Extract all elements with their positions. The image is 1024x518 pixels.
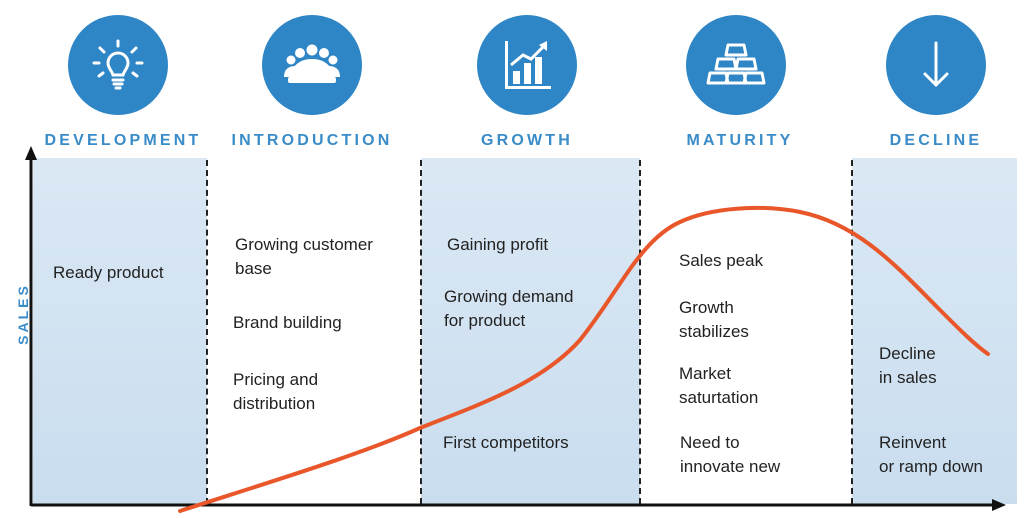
note-growth-1: Growing demand for product bbox=[444, 287, 574, 330]
divider-development-introduction bbox=[206, 160, 208, 504]
gold-bars-icon bbox=[686, 15, 786, 115]
sales-curve bbox=[178, 205, 990, 513]
note-introduction-1: Brand building bbox=[233, 313, 342, 332]
group-meeting-icon bbox=[262, 15, 362, 115]
divider-growth-maturity bbox=[639, 160, 641, 504]
arrow-down-icon bbox=[886, 15, 986, 115]
divider-introduction-growth bbox=[420, 160, 422, 504]
stage-label-development: DEVELOPMENT bbox=[44, 132, 202, 149]
y-axis-arrow bbox=[25, 146, 37, 160]
y-axis-label: SALES bbox=[14, 283, 31, 345]
stage-label-maturity: MATURITY bbox=[686, 132, 794, 149]
development-shade bbox=[33, 158, 207, 504]
lightbulb-icon bbox=[68, 15, 168, 115]
note-growth-2: First competitors bbox=[443, 433, 569, 452]
growth-shade bbox=[421, 158, 640, 504]
divider-maturity-decline bbox=[851, 160, 853, 504]
note-introduction-0: Growing customer base bbox=[235, 235, 373, 278]
note-development-0: Ready product bbox=[53, 263, 164, 282]
note-growth-0: Gaining profit bbox=[447, 235, 549, 254]
x-axis-arrow bbox=[992, 499, 1006, 511]
decline-shade bbox=[852, 158, 1017, 504]
note-maturity-2: Market saturtation bbox=[679, 364, 759, 407]
note-introduction-2: Pricing and distribution bbox=[233, 370, 319, 413]
note-maturity-3: Need to innovate new bbox=[680, 433, 781, 476]
bar-chart-growth-icon bbox=[477, 15, 577, 115]
stage-label-decline: DECLINE bbox=[889, 132, 983, 149]
note-maturity-1: Growth stabilizes bbox=[679, 298, 749, 341]
note-maturity-0: Sales peak bbox=[679, 251, 764, 270]
stage-label-introduction: INTRODUCTION bbox=[231, 132, 393, 149]
note-decline-1: Reinvent or ramp down bbox=[879, 433, 983, 476]
note-decline-0: Decline in sales bbox=[879, 344, 937, 387]
stage-label-growth: GROWTH bbox=[480, 132, 574, 149]
